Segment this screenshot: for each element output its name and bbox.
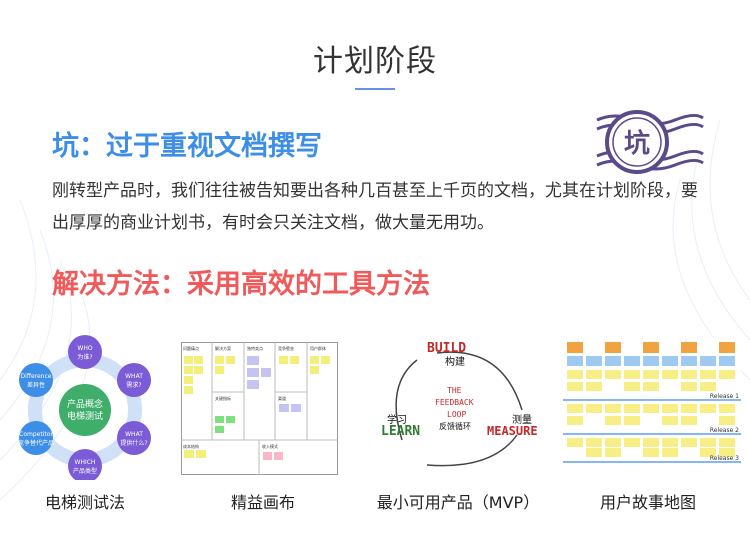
svg-text:电梯测试: 电梯测试 bbox=[67, 410, 103, 422]
elevator-node bbox=[19, 421, 53, 455]
svg-text:WHO: WHO bbox=[77, 345, 92, 352]
page-title: 计划阶段 bbox=[313, 44, 437, 79]
elevator-node bbox=[19, 363, 53, 397]
svg-text:WHICH: WHICH bbox=[75, 459, 96, 466]
elevator-test-diagram: 产品概念 电梯测试 WHO为谁?WHAT需求?WHAT提供什么?WHICH产品类… bbox=[18, 335, 151, 480]
pitfall-heading: 坑：过于重视文档撰写 bbox=[52, 131, 322, 162]
svg-text:FEEDBACK: FEEDBACK bbox=[435, 398, 474, 407]
elevator-node bbox=[117, 421, 151, 455]
pit-stamp: 坑 bbox=[596, 110, 704, 174]
title-underline bbox=[355, 88, 395, 90]
svg-text:测量: 测量 bbox=[512, 413, 532, 426]
canvas-cell-label: 问题痛点 bbox=[183, 345, 199, 351]
canvas-cell-label: 独特卖点 bbox=[247, 345, 263, 351]
svg-text:学习: 学习 bbox=[387, 413, 407, 426]
svg-text:产品概念: 产品概念 bbox=[67, 398, 103, 410]
pitfall-body: 刚转型产品时，我们往往被告知要出各种几百甚至上千页的文档，尤其在计划阶段，要出厚… bbox=[52, 181, 698, 233]
svg-text:构建: 构建 bbox=[445, 355, 465, 368]
canvas-cell-label: 竞争壁垒 bbox=[278, 345, 294, 351]
elevator-node bbox=[68, 449, 102, 480]
svg-text:Release 3: Release 3 bbox=[710, 455, 739, 462]
canvas-cell-label: 渠道 bbox=[278, 395, 286, 401]
svg-text:Difference: Difference bbox=[21, 373, 52, 380]
caption-story-map: 用户故事地图 bbox=[599, 493, 696, 512]
elevator-center bbox=[59, 384, 111, 436]
elevator-node bbox=[68, 335, 102, 369]
mvp-build-label: BUILD bbox=[427, 341, 466, 356]
svg-text:需求?: 需求? bbox=[126, 381, 141, 389]
canvas-cell-label: 用户群体 bbox=[310, 345, 326, 351]
caption-lean-canvas: 精益画布 bbox=[230, 493, 295, 512]
svg-text:Competitor: Competitor bbox=[19, 431, 53, 438]
svg-text:产品类型: 产品类型 bbox=[73, 467, 97, 475]
svg-text:为谁?: 为谁? bbox=[77, 353, 92, 361]
mvp-learn-label: LEARN bbox=[381, 424, 420, 439]
canvas-cell-label: 收入模式 bbox=[262, 443, 278, 449]
svg-text:WHAT: WHAT bbox=[125, 431, 143, 438]
svg-text:THE: THE bbox=[447, 386, 462, 395]
svg-text:反馈循环: 反馈循环 bbox=[439, 421, 471, 431]
caption-elevator-test: 电梯测试法 bbox=[44, 493, 125, 512]
solution-heading: 解决方法：采用高效的工具方法 bbox=[52, 269, 430, 300]
svg-text:提供什么?: 提供什么? bbox=[120, 439, 147, 447]
svg-text:Release 2: Release 2 bbox=[710, 427, 739, 434]
svg-text:Release 1: Release 1 bbox=[710, 393, 739, 400]
mvp-measure-label: MEASURE bbox=[487, 424, 538, 438]
caption-mvp: 最小可用产品（MVP） bbox=[376, 493, 540, 512]
svg-text:LOOP: LOOP bbox=[447, 410, 466, 419]
canvas-cell-label: 关键指标 bbox=[215, 395, 231, 401]
svg-text:WHAT: WHAT bbox=[125, 373, 143, 380]
user-story-map: Release 1 Release 2 Release 3 bbox=[563, 338, 741, 468]
svg-text:差异性: 差异性 bbox=[27, 381, 45, 389]
canvas-cell-label: 解决方案 bbox=[215, 345, 231, 351]
elevator-node bbox=[117, 363, 151, 397]
stamp-char: 坑 bbox=[624, 128, 650, 159]
canvas-cell-label: 成本结构 bbox=[183, 443, 199, 449]
svg-text:竞争替代产品: 竞争替代产品 bbox=[18, 439, 54, 447]
mvp-feedback-loop: BUILD 构建 LEARN 学习 MEASURE 测量 THE FEEDBAC… bbox=[377, 335, 542, 475]
